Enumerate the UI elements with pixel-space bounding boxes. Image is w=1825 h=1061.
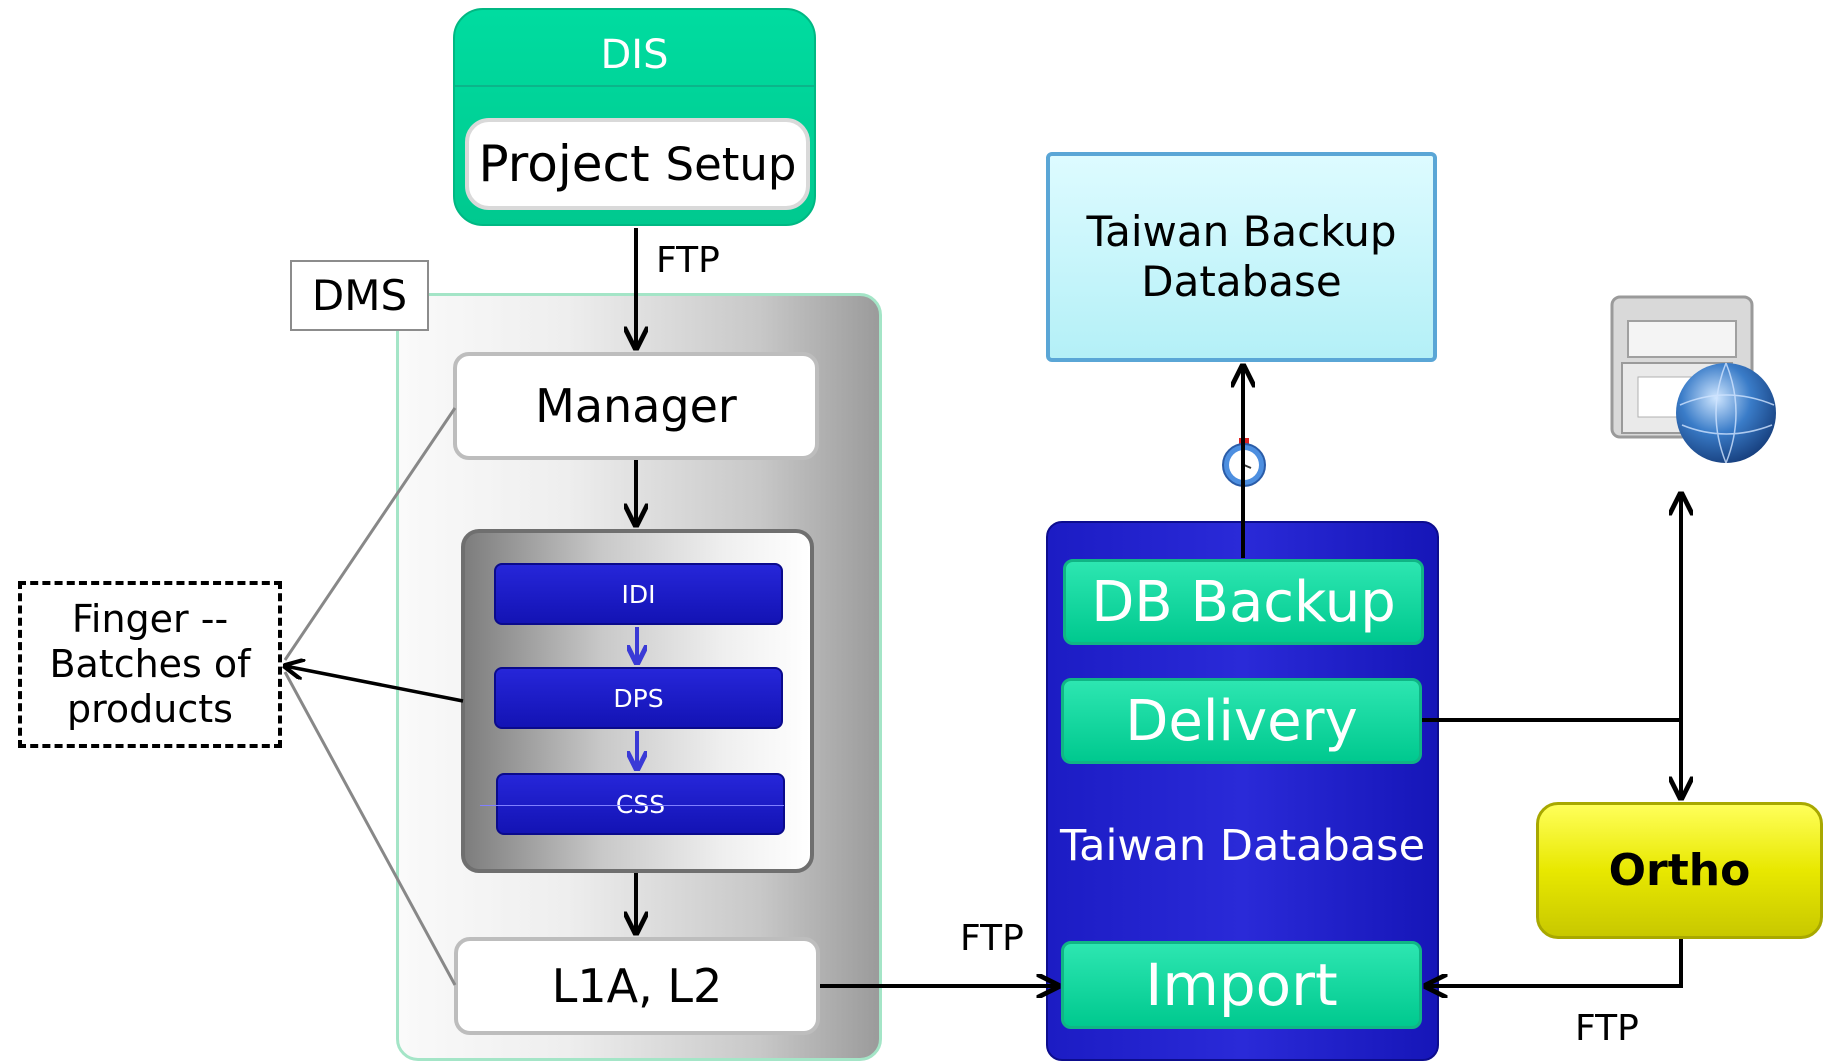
taiwan-backup-database-box[interactable]: Taiwan Backup Database: [1046, 152, 1437, 362]
finger-line-2: Batches of: [49, 642, 251, 686]
l1a-l2-box[interactable]: L1A, L2: [454, 937, 820, 1035]
finger-line-3: products: [67, 687, 233, 731]
line-l1a-to-finger: [283, 671, 457, 986]
css-divider: [480, 805, 784, 806]
server-globe-icon: [1610, 295, 1776, 464]
project-setup-box[interactable]: Project Setup: [465, 118, 810, 210]
ftp-label-l1a: FTP: [960, 918, 1024, 959]
finger-box[interactable]: Finger -- Batches of products: [18, 581, 282, 748]
dis-divider: [455, 85, 814, 87]
backup-line-2: Database: [1141, 257, 1342, 306]
delivery-box[interactable]: Delivery: [1061, 678, 1422, 764]
db-backup-box[interactable]: DB Backup: [1063, 559, 1424, 645]
backup-line-1: Taiwan Backup: [1086, 207, 1397, 256]
project-setup-label-b: Setup: [665, 137, 797, 191]
dms-label: DMS: [290, 260, 429, 331]
dis-title: DIS: [600, 32, 669, 78]
manager-box[interactable]: Manager: [453, 352, 819, 460]
ftp-label-ortho: FTP: [1575, 1008, 1639, 1049]
ftp-label-dis: FTP: [656, 240, 720, 281]
arrow-process-to-finger: [285, 666, 464, 703]
dps-box[interactable]: DPS: [494, 667, 783, 729]
idi-box[interactable]: IDI: [494, 563, 783, 625]
ortho-box[interactable]: Ortho: [1536, 802, 1823, 939]
css-box[interactable]: CSS: [496, 773, 785, 835]
taiwan-database-label: Taiwan Database: [1059, 821, 1426, 871]
arrow-ortho-to-import: [1426, 939, 1683, 986]
finger-line-1: Finger --: [71, 597, 229, 641]
line-manager-to-finger: [283, 407, 457, 661]
project-setup-label-a: Project: [478, 135, 650, 193]
import-box[interactable]: Import: [1061, 941, 1422, 1029]
